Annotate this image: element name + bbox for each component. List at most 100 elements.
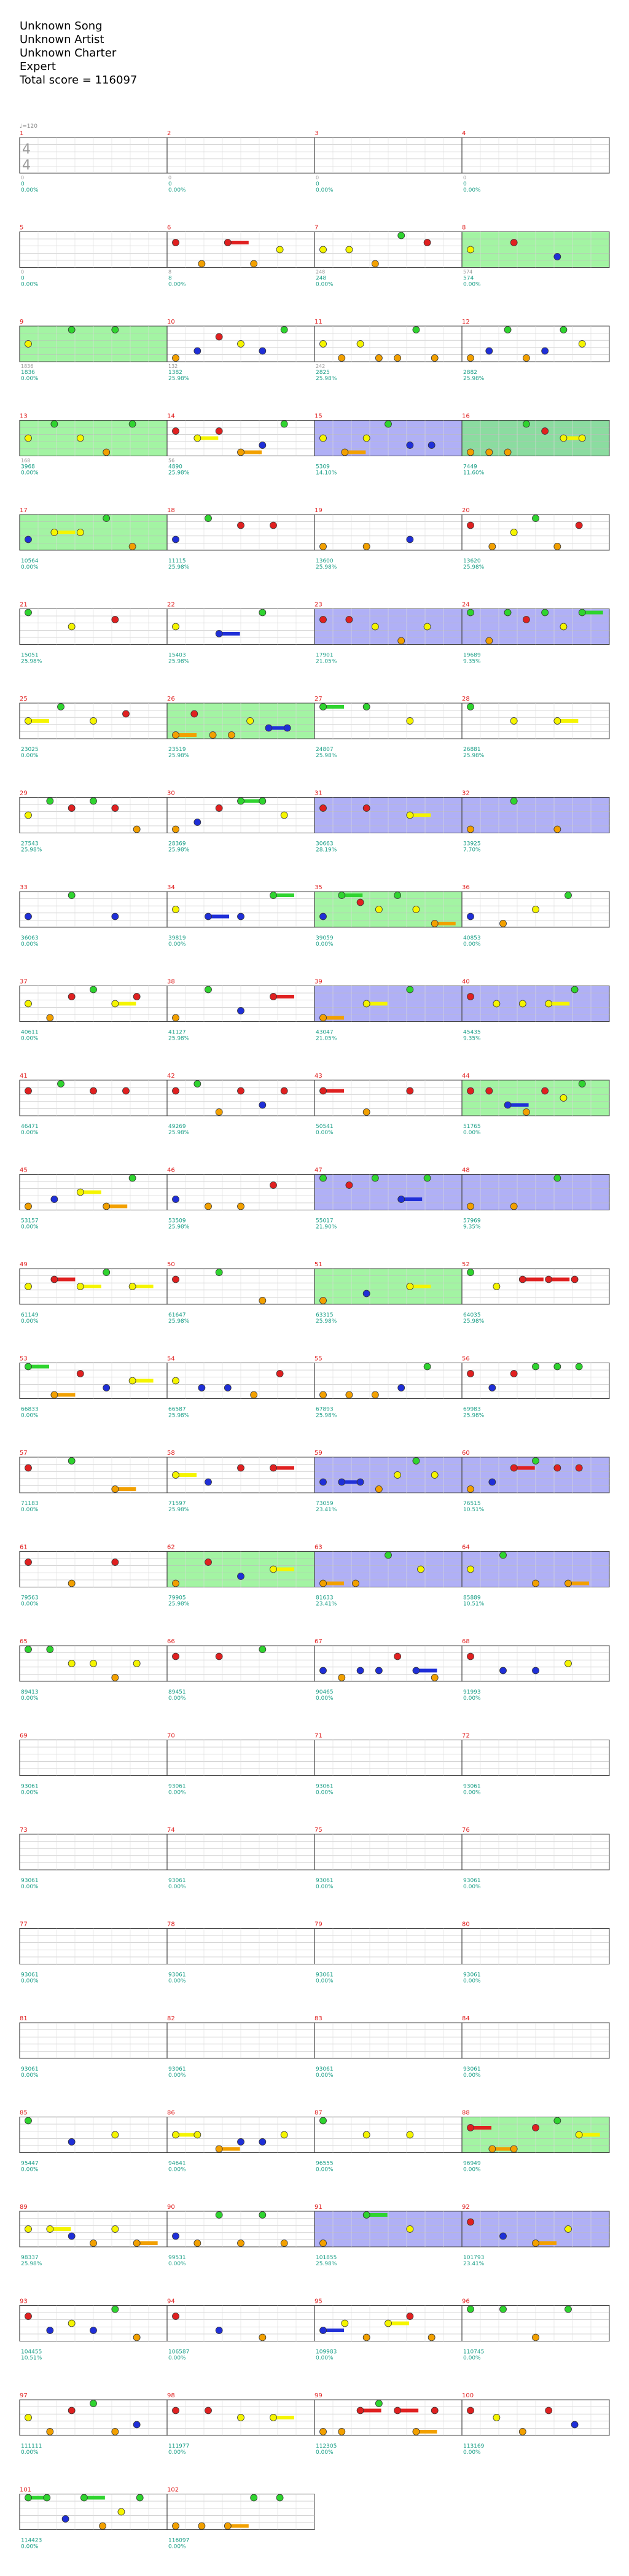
note-gem bbox=[510, 1370, 518, 1377]
measure-number: 97 bbox=[20, 2392, 28, 2399]
measure-score: 63315 bbox=[316, 1312, 334, 1318]
sustain-tail bbox=[241, 450, 262, 454]
note-gem bbox=[319, 1174, 327, 1182]
measure-multiplier: 10.51% bbox=[463, 1507, 485, 1513]
measure-number: 61 bbox=[20, 1544, 28, 1551]
note-gem bbox=[406, 535, 414, 543]
note-gem bbox=[522, 420, 530, 428]
note-gem bbox=[172, 1087, 179, 1095]
sustain-tail bbox=[80, 1190, 101, 1194]
note-gem bbox=[467, 246, 474, 254]
measure-score: 39059 bbox=[316, 935, 334, 941]
measure-multiplier: 0.00% bbox=[21, 187, 39, 193]
measure-multiplier: 0.00% bbox=[316, 2356, 334, 2362]
note-gem bbox=[553, 1464, 561, 1472]
note-gem bbox=[553, 543, 561, 550]
note-gem bbox=[467, 825, 474, 833]
note-gem bbox=[25, 2313, 32, 2320]
note-gem bbox=[522, 616, 530, 623]
measure-number: 74 bbox=[167, 1827, 175, 1834]
note-gem bbox=[397, 1384, 405, 1391]
measure-score: 2882 bbox=[463, 370, 477, 376]
measure-score: 30663 bbox=[316, 841, 334, 847]
measure-multiplier: 25.98% bbox=[316, 376, 337, 382]
note-gem bbox=[270, 1464, 277, 1472]
sustain-tail bbox=[273, 1466, 294, 1470]
note-gem bbox=[172, 1471, 179, 1479]
note-gem bbox=[338, 1674, 346, 1681]
measure-score: 51765 bbox=[463, 1124, 481, 1130]
measure-number: 55 bbox=[314, 1356, 322, 1363]
measure-score: 64035 bbox=[463, 1312, 481, 1318]
note-gem bbox=[57, 703, 64, 710]
sustain-tail bbox=[28, 2496, 49, 2500]
note-gem bbox=[371, 260, 379, 268]
note-gem bbox=[532, 1667, 539, 1675]
measure-multiplier: 0.00% bbox=[463, 2356, 481, 2362]
note-gem bbox=[68, 1457, 76, 1465]
measure-multiplier: 0.00% bbox=[463, 941, 481, 948]
measure-number: 82 bbox=[167, 2015, 175, 2022]
note-gem bbox=[522, 1108, 530, 1116]
measure-score: 19689 bbox=[463, 653, 481, 659]
note-gem bbox=[545, 1275, 553, 1283]
note-gem bbox=[565, 1579, 572, 1587]
measure-score: 111111 bbox=[21, 2443, 42, 2450]
measure-score: 93061 bbox=[21, 2066, 39, 2072]
measure-score: 7449 bbox=[463, 464, 477, 470]
note-gem bbox=[504, 609, 512, 617]
note-gem bbox=[571, 2421, 579, 2429]
note-gem bbox=[522, 354, 530, 362]
note-gem bbox=[467, 2305, 474, 2313]
measure-multiplier: 0.00% bbox=[316, 187, 334, 193]
note-gem bbox=[341, 448, 349, 456]
chart-header: Unknown Song Unknown Artist Unknown Char… bbox=[20, 20, 137, 87]
note-gem bbox=[172, 354, 179, 362]
note-gem bbox=[205, 912, 212, 920]
measure-multiplier: 0.00% bbox=[168, 1790, 186, 1796]
measure-tick: 168 bbox=[21, 458, 30, 464]
sustain-tail bbox=[132, 1379, 154, 1383]
note-gem bbox=[68, 623, 76, 631]
note-gem bbox=[532, 906, 539, 913]
note-gem bbox=[46, 1646, 54, 1653]
measure-tick: 248 bbox=[316, 270, 325, 275]
note-gem bbox=[68, 804, 76, 812]
note-gem bbox=[319, 1014, 327, 1022]
measure-score: 95447 bbox=[21, 2161, 39, 2167]
note-gem bbox=[504, 448, 512, 456]
measure-multiplier: 0.00% bbox=[21, 1130, 39, 1136]
measure-number: 53 bbox=[20, 1356, 28, 1363]
sustain-tail bbox=[557, 719, 579, 723]
sustain-tail bbox=[471, 2126, 491, 2130]
note-gem bbox=[111, 1000, 119, 1008]
sustain-tail bbox=[115, 1487, 136, 1491]
measure-multiplier: 25.98% bbox=[463, 376, 485, 382]
measure-multiplier: 0.00% bbox=[463, 187, 481, 193]
note-gem bbox=[362, 543, 370, 550]
note-gem bbox=[215, 1269, 223, 1276]
sustain-tail bbox=[54, 1393, 76, 1397]
measure-score: 13600 bbox=[316, 558, 334, 564]
measure-score: 46471 bbox=[21, 1124, 39, 1130]
note-gem bbox=[205, 1558, 212, 1566]
note-gem bbox=[25, 1000, 32, 1008]
measure-tick: 242 bbox=[316, 364, 325, 369]
note-gem bbox=[80, 2494, 88, 2502]
measure-number: 54 bbox=[167, 1356, 175, 1363]
measure-score: 73059 bbox=[316, 1501, 334, 1507]
measure-score: 96555 bbox=[316, 2161, 334, 2167]
note-gem bbox=[488, 2145, 496, 2153]
note-gem bbox=[117, 2508, 125, 2516]
note-gem bbox=[25, 1558, 32, 1566]
measure-multiplier: 9.35% bbox=[463, 659, 481, 665]
note-gem bbox=[371, 623, 379, 631]
note-gem bbox=[510, 717, 518, 725]
note-gem bbox=[541, 1087, 549, 1095]
measure-number: 78 bbox=[167, 1921, 175, 1928]
measure-multiplier: 0.00% bbox=[316, 1884, 334, 1890]
measure-number: 65 bbox=[20, 1638, 28, 1645]
measure-score: 39819 bbox=[168, 935, 186, 941]
note-gem bbox=[237, 912, 244, 920]
note-gem bbox=[215, 427, 223, 435]
